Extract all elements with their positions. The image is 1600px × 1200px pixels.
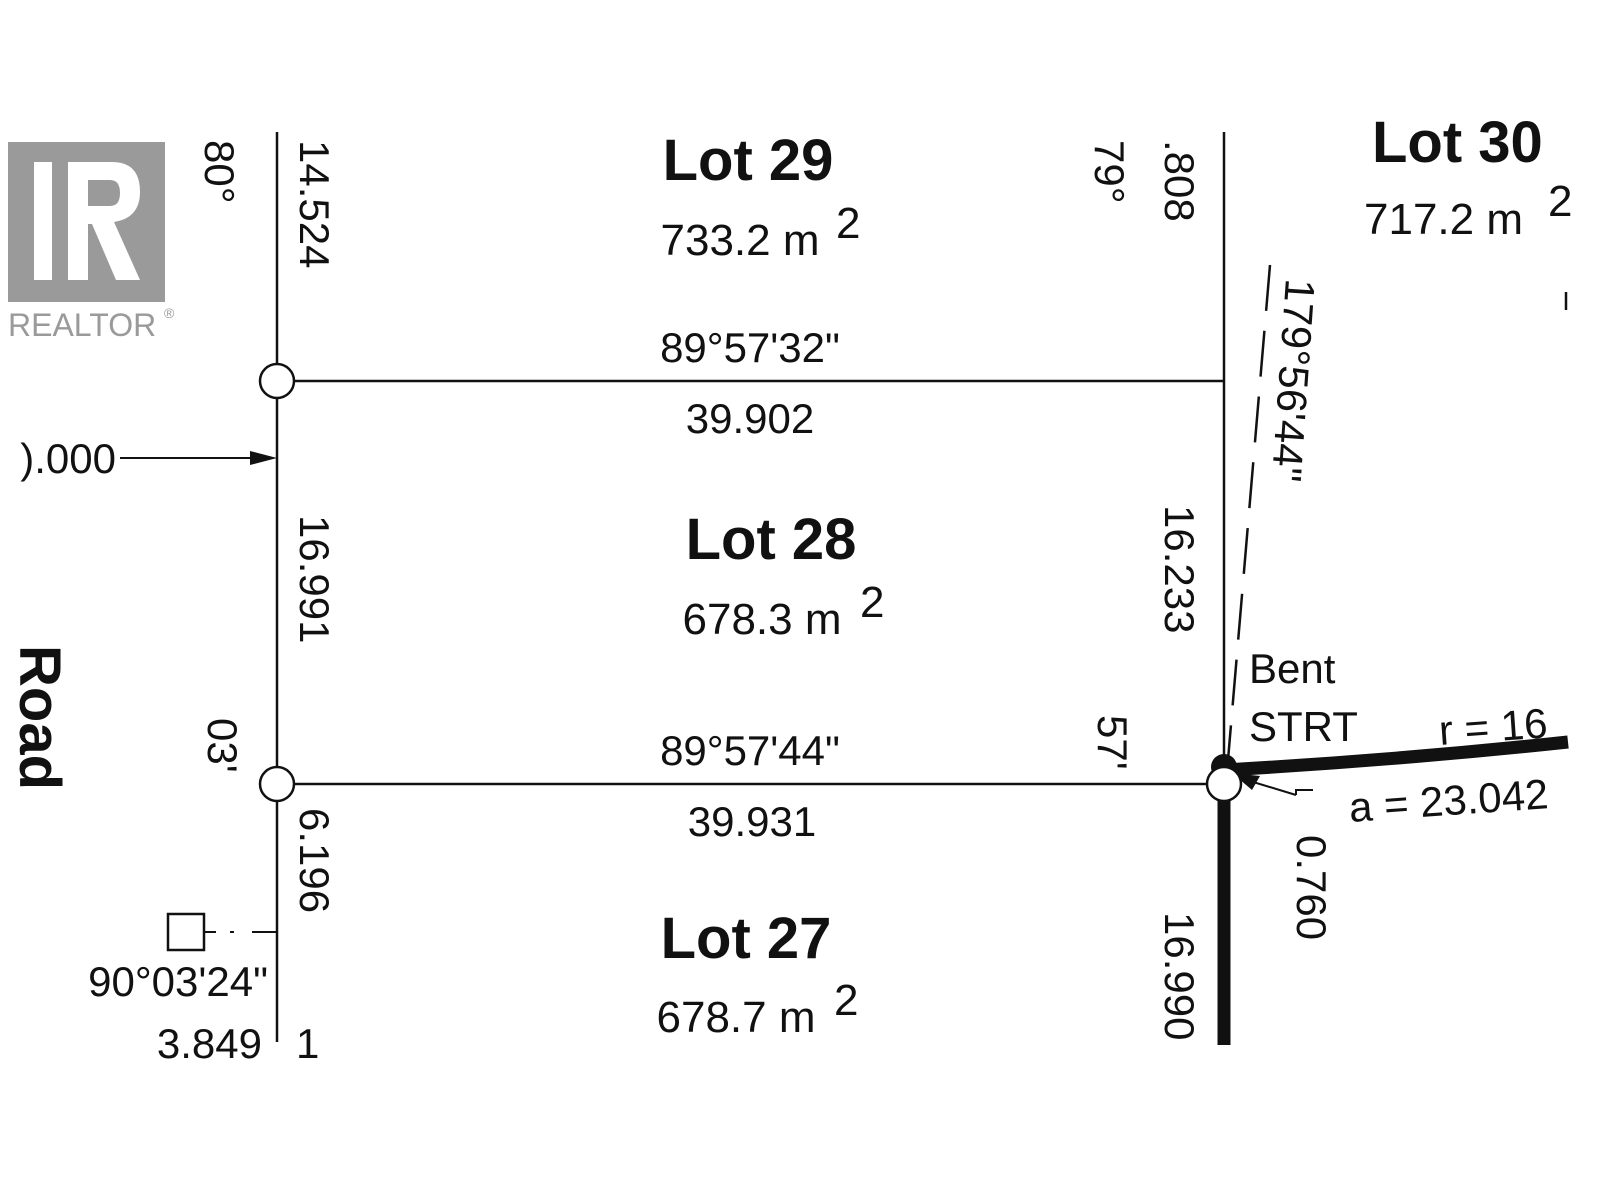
curve-leader-elbow — [1295, 789, 1313, 795]
lot-29-left-angle: 80° — [196, 140, 243, 204]
lot-28-left-length: 16.991 — [291, 515, 338, 643]
lot-29-left-length: 14.524 — [291, 140, 338, 268]
lot-28-name: Lot 28 — [686, 507, 857, 572]
survey-pin-icon — [1205, 765, 1243, 803]
realtor-wordmark: REALTOR — [8, 307, 156, 343]
offset-0760: 0.760 — [1288, 835, 1335, 940]
lot-29-area-exponent: 2 — [836, 199, 860, 248]
lot-29-28-bearing: 89°57'32" — [660, 324, 840, 371]
lot-27-area: 678.7 m — [657, 993, 816, 1042]
lot-27-area-exponent: 2 — [834, 976, 858, 1025]
lot-29-right-length: .808 — [1156, 140, 1203, 222]
lot-27-right-length: 16.990 — [1156, 912, 1203, 1040]
bottom-cut-number: 1 — [296, 1020, 319, 1067]
realtor-logo: REALTOR ® — [8, 142, 175, 343]
survey-pin-icon — [258, 765, 296, 803]
lot-29-28-length: 39.902 — [686, 395, 814, 442]
lot-29-area: 733.2 m — [661, 216, 820, 265]
lot-28-area-exponent: 2 — [860, 578, 884, 627]
bottom-bearing: 90°03'24" — [88, 958, 268, 1005]
lot-30-area: 717.2 m — [1364, 195, 1523, 244]
realtor-logo-bar — [34, 162, 52, 280]
survey-pin-icon — [258, 362, 296, 400]
registered-mark: ® — [164, 305, 175, 321]
lot-28-right-length: 16.233 — [1156, 505, 1203, 633]
curve-radius: r = 16 — [1437, 700, 1549, 754]
bold-curve-line — [1223, 735, 1569, 777]
curve-bent-label: Bent — [1249, 645, 1336, 692]
road-label: Road — [7, 645, 72, 790]
lot-28-area: 678.3 m — [683, 595, 842, 644]
lot-29-name: Lot 29 — [663, 128, 834, 193]
curve-strt-label: STRT — [1249, 703, 1358, 750]
lot-29-right-angle: 79° — [1086, 140, 1133, 204]
property-lines — [120, 132, 1569, 1045]
realtor-logo-r — [68, 162, 140, 280]
lot-27-left-length: 6.196 — [291, 808, 338, 913]
angle-57-minutes: 57' — [1089, 715, 1136, 770]
offset-arrowhead-icon — [250, 451, 277, 465]
angle-03-minutes: 03' — [199, 718, 246, 773]
curve-arc-length: a = 23.042 — [1347, 770, 1549, 831]
lot-28-27-length: 39.931 — [688, 798, 816, 845]
lot-28-27-bearing: 89°57'44" — [660, 727, 840, 774]
curve-tangent-bearing: 179°56'44" — [1263, 277, 1324, 483]
monument-square-icon — [166, 912, 206, 952]
offset-distance: ).000 — [20, 435, 116, 482]
lot-27-name: Lot 27 — [661, 906, 832, 971]
lot-30-name: Lot 30 — [1372, 110, 1543, 175]
dashed-tangent-line — [1226, 264, 1272, 761]
bottom-length: 3.849 — [157, 1020, 262, 1067]
lot-30-area-exponent: 2 — [1548, 177, 1572, 226]
